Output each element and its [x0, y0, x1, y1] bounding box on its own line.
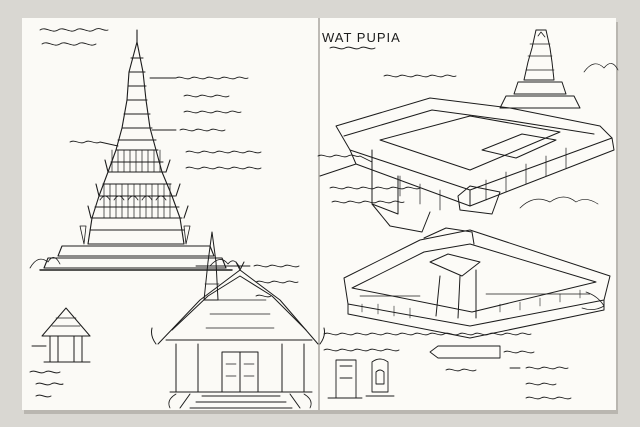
pavilion-sketch — [29, 307, 91, 398]
left-page — [22, 18, 320, 410]
pagoda-sketch — [29, 29, 241, 271]
left-page-notes — [39, 28, 300, 298]
platform-ruin-sketch — [343, 227, 611, 339]
temple-hall-sketch — [151, 231, 325, 409]
terrace-ruin-sketch — [319, 97, 615, 233]
right-page-notes-lower — [323, 332, 572, 400]
right-page — [318, 18, 616, 410]
stupa-ruin-sketch — [329, 29, 619, 109]
right-page-notes-upper — [317, 74, 457, 204]
page-heading: WAT PUPIA — [322, 30, 401, 45]
